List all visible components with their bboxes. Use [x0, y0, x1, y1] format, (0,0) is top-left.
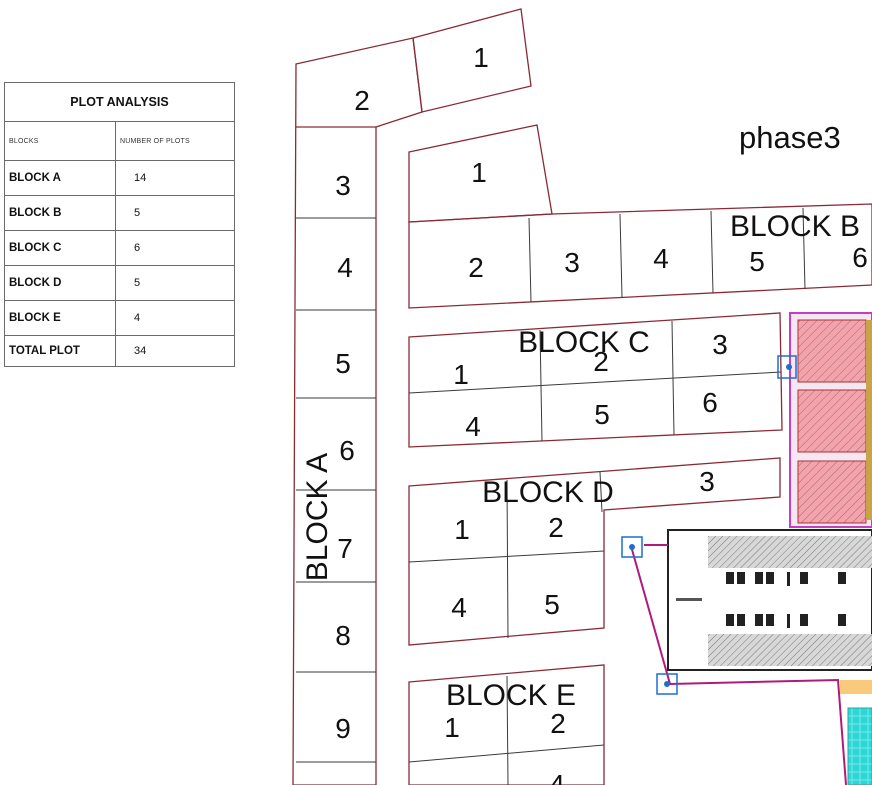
block-c-plot-3: 3 [712, 329, 728, 360]
total-value: 34 [115, 335, 235, 367]
block-a-plot-9: 9 [335, 713, 351, 744]
block-b-plot-6: 6 [852, 242, 868, 273]
phase-label: phase3 [739, 120, 841, 155]
block-name: BLOCK A [4, 160, 116, 196]
block-c-plot-4: 4 [465, 411, 481, 442]
block-e-plot-4: 4 [549, 769, 565, 785]
block-d-plots [408, 457, 781, 646]
block-a-plot-3: 3 [335, 170, 351, 201]
block-e-plot-1: 1 [444, 712, 460, 743]
table-row: BLOCK D 5 [4, 265, 235, 301]
table-row: BLOCK E 4 [4, 300, 235, 336]
block-c-label: BLOCK C [518, 326, 650, 359]
block-d-plot-5: 5 [544, 589, 560, 620]
column-header-plots: NUMBER OF PLOTS [115, 121, 235, 161]
plot-count: 5 [115, 265, 235, 301]
block-d-label: BLOCK D [482, 476, 614, 509]
plot-count: 4 [115, 300, 235, 336]
plot-analysis-table: PLOT ANALYSIS BLOCKS NUMBER OF PLOTS BLO… [4, 82, 235, 367]
parking-building [667, 529, 872, 671]
block-name: BLOCK B [4, 195, 116, 231]
block-b-label: BLOCK B [730, 210, 860, 243]
table-title: PLOT ANALYSIS [4, 82, 235, 122]
block-d-plot-1: 1 [454, 514, 470, 545]
block-c-plot-1: 1 [453, 359, 469, 390]
amenity-buildings [789, 312, 872, 528]
block-name: BLOCK C [4, 230, 116, 266]
plot-count: 5 [115, 195, 235, 231]
block-name: BLOCK D [4, 265, 116, 301]
site-boundary [630, 544, 872, 785]
block-d-plot-4: 4 [451, 592, 467, 623]
block-e-plot-2: 2 [550, 708, 566, 739]
block-c-plots [408, 312, 783, 448]
block-a-plot-8: 8 [335, 620, 351, 651]
table-row: BLOCK C 6 [4, 230, 235, 266]
block-name: BLOCK E [4, 300, 116, 336]
block-d-plot-3: 3 [699, 466, 715, 497]
block-c-plot-5: 5 [594, 399, 610, 430]
block-c-plot-6: 6 [702, 387, 718, 418]
block-a-plot-2: 2 [354, 85, 370, 116]
total-row: TOTAL PLOT 34 [4, 335, 235, 367]
block-a-plot-6: 6 [339, 435, 355, 466]
block-b-plot-4: 4 [653, 243, 669, 274]
block-a-plots [292, 8, 532, 785]
block-c-plot-2: 2 [593, 346, 609, 377]
block-a-plot-1: 1 [473, 42, 489, 73]
table-row: BLOCK A 14 [4, 160, 235, 196]
plot-count: 6 [115, 230, 235, 266]
column-header-blocks: BLOCKS [4, 121, 116, 161]
table-row: BLOCK B 5 [4, 195, 235, 231]
block-b-plot-5: 5 [749, 246, 765, 277]
block-d-plot-2: 2 [548, 512, 564, 543]
total-label: TOTAL PLOT [4, 335, 116, 367]
block-e-plots [408, 664, 605, 785]
block-b-plot-2: 2 [468, 252, 484, 283]
block-a-plot-4: 4 [337, 252, 353, 283]
block-b-plots [408, 124, 872, 309]
survey-markers [621, 355, 797, 695]
block-b-plot-3: 3 [564, 247, 580, 278]
block-a-label: BLOCK A [301, 453, 334, 581]
block-a-plot-7: 7 [337, 533, 353, 564]
block-b-plot-1: 1 [471, 157, 487, 188]
block-e-label: BLOCK E [446, 679, 576, 712]
plot-count: 14 [115, 160, 235, 196]
block-a-plot-5: 5 [335, 348, 351, 379]
